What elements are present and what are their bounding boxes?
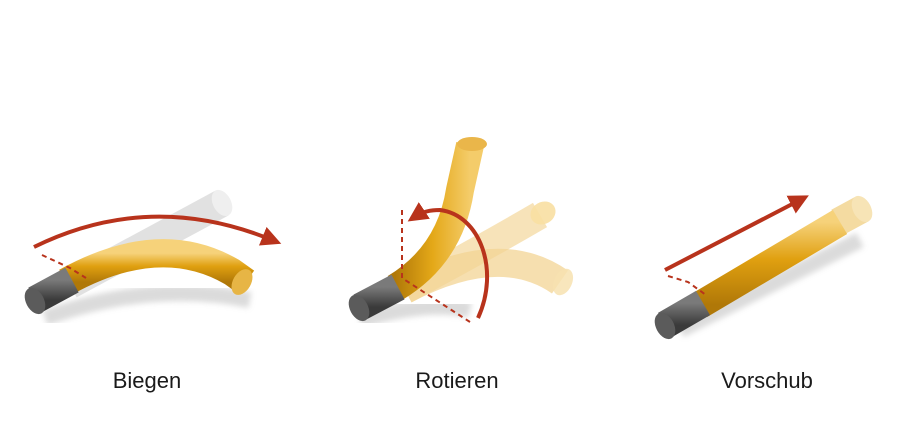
bent-rod (59, 239, 255, 295)
rotated-rod (387, 141, 484, 301)
feed-icon (654, 195, 873, 340)
dashed-guide (667, 275, 707, 296)
label-biegen: Biegen (112, 368, 182, 393)
dashed-guide (41, 254, 87, 279)
rod-cap-face (348, 294, 370, 322)
feed-arrow (664, 195, 809, 272)
shadow (42, 285, 252, 326)
rotation-arrow (407, 202, 490, 319)
rod-tip-ghost-end (851, 195, 873, 223)
dashed-plane (401, 210, 471, 323)
straight-rod (692, 209, 848, 318)
shadow (357, 298, 472, 328)
label-rotieren: Rotieren (415, 368, 499, 393)
ghost-rod-upper-end (530, 201, 556, 225)
bending-icon (24, 189, 282, 326)
bent-rod-end (231, 269, 253, 295)
ghost-rod-lower-end (552, 268, 574, 296)
rod-cap-face (24, 287, 46, 315)
ghost-rod-end (211, 189, 233, 217)
rotation-icon (348, 137, 574, 328)
bend-arrow (33, 214, 282, 249)
label-vorschub: Vorschub (721, 368, 813, 393)
rotated-rod-end (457, 137, 487, 151)
rod-cap-face (654, 312, 676, 340)
